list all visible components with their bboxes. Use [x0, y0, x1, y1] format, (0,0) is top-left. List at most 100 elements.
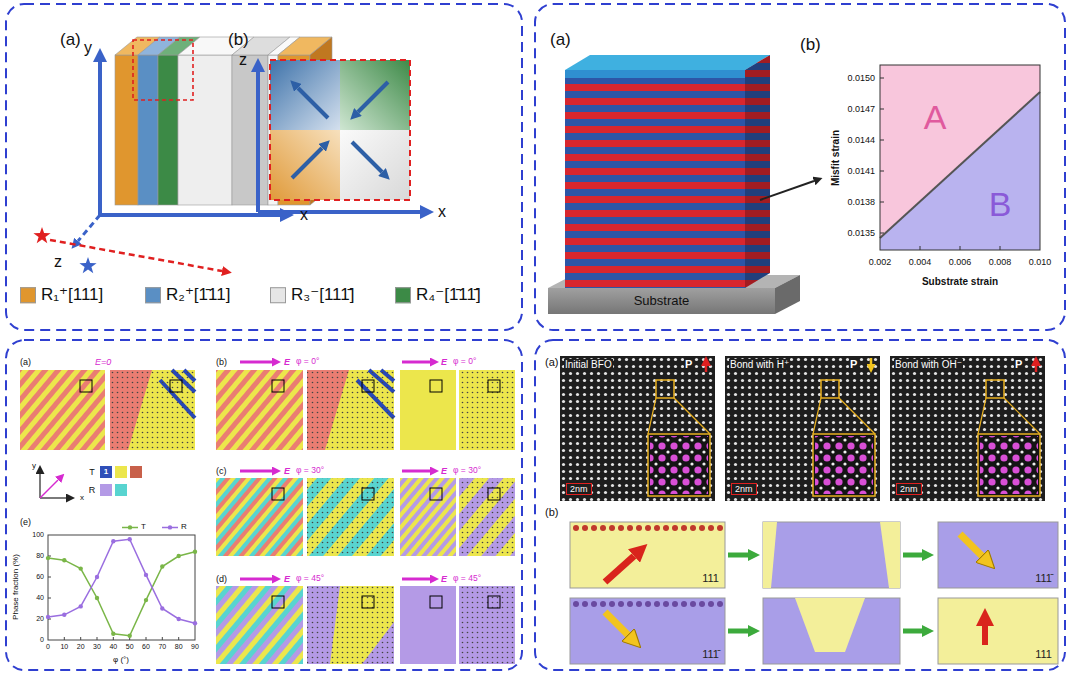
legend-marker: [168, 525, 172, 529]
legend-item: T: [122, 522, 146, 531]
legend-swatch: [145, 287, 161, 303]
text-label: E: [441, 574, 447, 584]
tick-label: 90: [191, 643, 199, 651]
tick-label: 10: [60, 643, 68, 651]
tick-label: 0.002: [869, 257, 892, 267]
tick-label: 60: [36, 573, 44, 581]
text-label: φ = 30°: [453, 466, 481, 476]
tick-label: 0.006: [949, 257, 972, 267]
tick-label: 0.0141: [847, 166, 875, 176]
polarization-label: P: [684, 358, 693, 371]
tick-label: 30: [93, 643, 101, 651]
quadrant-domains: [258, 60, 420, 212]
domain-panel: 111: [570, 522, 725, 588]
domain-panel: 111̄: [938, 522, 1058, 588]
legend-text: R: [181, 522, 187, 531]
text-label: E: [284, 357, 290, 367]
text-label: E: [441, 357, 447, 367]
legend-item: R: [162, 522, 187, 531]
tick-label: 20: [36, 615, 44, 623]
panel-letter: (b): [216, 357, 227, 367]
tick-label: 40: [36, 594, 44, 602]
legend-line-sample: [122, 523, 138, 531]
switching-panels: [570, 522, 1058, 664]
legend-item: R₂⁺[1̄11]: [145, 285, 230, 305]
legend-item: R₃⁻[111̄]: [270, 285, 354, 305]
legend-text: R₃⁻[111̄]: [291, 285, 354, 305]
scale-bar: 2nm: [896, 483, 922, 495]
text-label: x: [438, 203, 446, 221]
tick-label: 0.004: [909, 257, 932, 267]
phase-diagram: [880, 65, 1040, 250]
tick-label: 0.008: [989, 257, 1012, 267]
text-label: φ = 0°: [453, 357, 476, 367]
legend-text: T: [141, 522, 146, 531]
tick-label: 0.010: [1029, 257, 1052, 267]
panel-letter: (a): [550, 30, 571, 50]
tick-label: 0.0138: [847, 197, 875, 207]
domain-panel: 111: [938, 598, 1058, 664]
text-label: 1: [104, 467, 108, 476]
text-label: E: [284, 466, 290, 476]
legend-marker: [128, 525, 132, 529]
text-label: E: [284, 574, 290, 584]
tick-label: 0.0147: [847, 104, 875, 114]
text-label: φ = 45°: [453, 574, 481, 584]
orientation-label: 111: [701, 572, 720, 585]
image-title: Bond with H⁺: [729, 359, 790, 371]
legend-item: R₄⁻[1̄11̄]: [395, 285, 481, 305]
text-label: φ = 0°: [296, 357, 319, 367]
tick-label: 0.0144: [847, 135, 875, 145]
text-label: y: [84, 39, 92, 57]
axis-title: φ (°): [113, 655, 129, 664]
image-title: Bond with OH⁻: [894, 359, 963, 371]
legend-text: R₂⁺[1̄11]: [166, 285, 230, 305]
image-title: Initial BFO: [564, 359, 613, 371]
orientation-label: 111: [1034, 648, 1053, 661]
phase-key: [40, 466, 142, 498]
text-label: T: [89, 467, 95, 477]
tick-label: 0: [46, 643, 50, 651]
panel-letter: (d): [216, 574, 227, 584]
text-label: y: [32, 461, 36, 470]
tick-label: 0.0135: [847, 228, 875, 238]
text-label: R: [89, 485, 96, 495]
axis-title: Phase fraction (%): [11, 554, 20, 620]
stem-image: Initial BFO P 2nm: [560, 356, 715, 501]
legend-text: R₄⁻[1̄11̄]: [416, 285, 481, 305]
legend-swatch: [395, 287, 411, 303]
text-label: E=0: [95, 357, 111, 367]
panel-frames: [6, 4, 1065, 670]
tick-label: 80: [36, 552, 44, 560]
axes-a: [33, 62, 280, 273]
legend-swatch: [270, 287, 286, 303]
legend-swatch: [20, 287, 36, 303]
region-label: B: [989, 185, 1012, 224]
legend-text: R₁⁺[111]: [41, 285, 103, 305]
stem-image: Bond with H⁺P2nm: [725, 356, 880, 501]
text-label: z: [54, 253, 62, 271]
text-label: φ = 30°: [296, 466, 324, 476]
scale-bar: 2nm: [566, 483, 592, 495]
panel-letter: (b): [228, 30, 249, 50]
stem-images: [560, 356, 1045, 501]
legend-item: R₁⁺[111]: [20, 285, 103, 305]
scale-bar: 2nm: [731, 483, 757, 495]
tick-label: 100: [32, 531, 44, 539]
polarization-label: P: [1014, 358, 1023, 371]
legend-line-sample: [162, 523, 178, 531]
panel-letter: (c): [216, 466, 227, 476]
tick-label: 70: [158, 643, 166, 651]
text-label: x: [80, 493, 84, 502]
axis-title: Substrate strain: [922, 276, 998, 288]
text-label: x: [300, 206, 308, 224]
orientation-label: 111̄: [701, 648, 720, 661]
tick-label: 40: [109, 643, 117, 651]
panel-letter: (b): [800, 35, 821, 55]
orientation-label: 111̄: [1034, 572, 1053, 585]
text-label: φ = 45°: [296, 574, 324, 584]
tick-label: 50: [126, 643, 134, 651]
panel-letter: (e): [20, 517, 31, 527]
phase-field-maps: [20, 362, 515, 664]
